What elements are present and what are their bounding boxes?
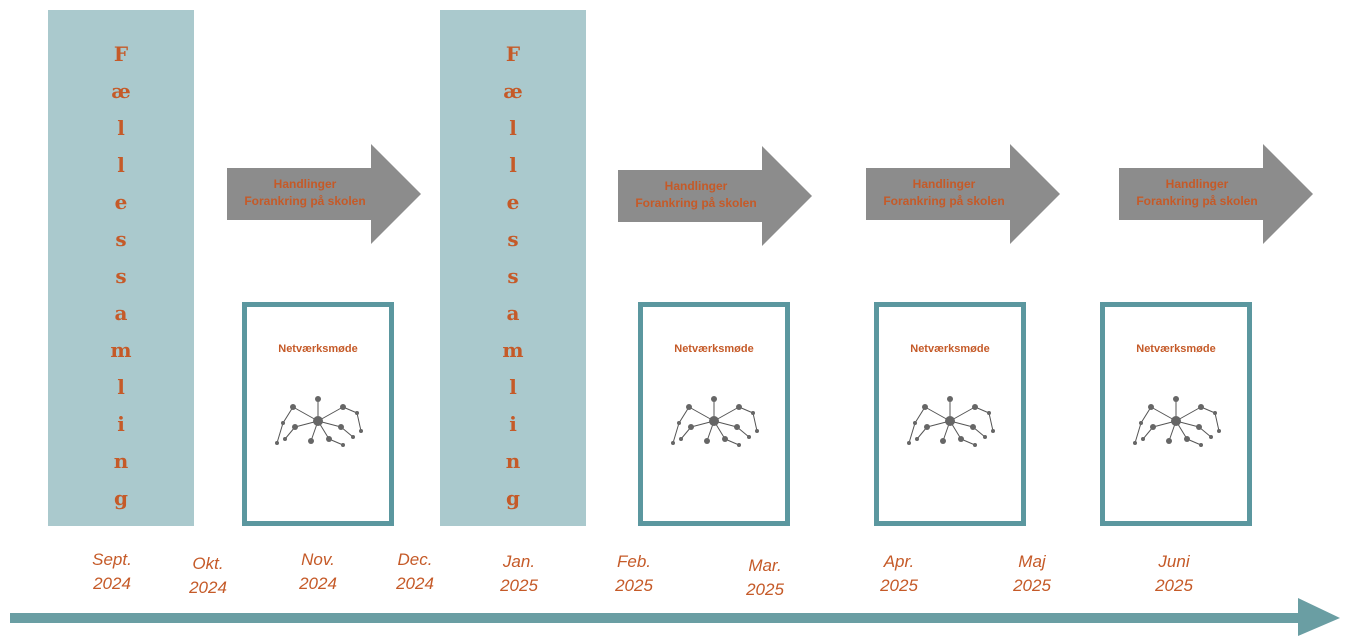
letter: l bbox=[509, 375, 517, 399]
network-icon bbox=[1133, 396, 1221, 447]
date-year: 2024 bbox=[299, 574, 337, 593]
arrow-label: Handlinger Forankring på skolen bbox=[227, 176, 383, 210]
date-month: Dec. bbox=[397, 550, 433, 569]
date-month: Apr. bbox=[883, 552, 915, 571]
letter: m bbox=[502, 338, 524, 362]
date-year: 2024 bbox=[189, 578, 227, 597]
letter: l bbox=[509, 116, 517, 140]
letter: m bbox=[110, 338, 132, 362]
letter: l bbox=[117, 116, 125, 140]
letter: æ bbox=[503, 79, 523, 103]
date-year: 2025 bbox=[615, 576, 653, 595]
date-month: Nov. bbox=[301, 550, 335, 569]
network-meeting-box-3: Netværksmøde bbox=[874, 302, 1026, 526]
arrow-label-line2: Forankring på skolen bbox=[635, 196, 757, 210]
letter: e bbox=[506, 190, 520, 214]
date-label-okt-2024: Okt. 2024 bbox=[163, 552, 253, 600]
date-label-apr-2025: Apr. 2025 bbox=[854, 550, 944, 598]
date-label-nov-2024: Nov. 2024 bbox=[273, 548, 363, 596]
arrow-shape bbox=[618, 146, 812, 246]
date-label-jan-2025: Jan. 2025 bbox=[474, 550, 564, 598]
network-icon bbox=[671, 396, 759, 447]
arrow-label-line2: Forankring på skolen bbox=[244, 194, 366, 208]
date-year: 2025 bbox=[1155, 576, 1193, 595]
date-label-mar-2025: Mar. 2025 bbox=[720, 554, 810, 602]
date-label-sept-2024: Sept. 2024 bbox=[67, 548, 157, 596]
date-year: 2024 bbox=[396, 574, 434, 593]
arrow-shape bbox=[866, 144, 1060, 244]
letter: l bbox=[117, 375, 125, 399]
network-meeting-box-1: Netværksmøde bbox=[242, 302, 394, 526]
letter: s bbox=[507, 227, 519, 251]
letter: l bbox=[117, 153, 125, 177]
date-month: Mar. bbox=[748, 556, 782, 575]
letter: e bbox=[114, 190, 128, 214]
letter: F bbox=[505, 42, 521, 66]
action-arrow-2: Handlinger Forankring på skolen bbox=[618, 146, 812, 246]
date-label-dec-2024: Dec. 2024 bbox=[370, 548, 460, 596]
letter: a bbox=[114, 301, 128, 325]
date-year: 2025 bbox=[1013, 576, 1051, 595]
timeline-arrow bbox=[10, 598, 1340, 636]
date-label-juni-2025: Juni 2025 bbox=[1129, 550, 1219, 598]
letter: n bbox=[113, 449, 129, 473]
letter: æ bbox=[111, 79, 131, 103]
network-meeting-title: Netværksmøde bbox=[278, 343, 358, 355]
network-meeting-title: Netværksmøde bbox=[910, 343, 990, 355]
date-year: 2025 bbox=[880, 576, 918, 595]
fallessamling-block-1: F æ l l e s s a m l i n g bbox=[48, 10, 194, 526]
date-month: Jan. bbox=[502, 552, 536, 571]
arrow-label-line1: Handlinger bbox=[273, 177, 337, 191]
letter: n bbox=[505, 449, 521, 473]
date-month: Juni bbox=[1158, 552, 1190, 571]
date-month: Okt. bbox=[192, 554, 224, 573]
date-label-feb-2025: Feb. 2025 bbox=[589, 550, 679, 598]
date-month: Feb. bbox=[616, 552, 652, 571]
arrow-label: Handlinger Forankring på skolen bbox=[618, 178, 774, 212]
arrow-label: Handlinger Forankring på skolen bbox=[866, 176, 1022, 210]
letter: a bbox=[506, 301, 520, 325]
network-icon bbox=[907, 396, 995, 447]
letter: s bbox=[115, 264, 127, 288]
arrow-shape bbox=[227, 144, 421, 244]
letter: i bbox=[117, 412, 125, 436]
letter: s bbox=[507, 264, 519, 288]
arrow-label-line1: Handlinger bbox=[912, 177, 976, 191]
date-month: Sept. bbox=[92, 550, 132, 569]
network-meeting-box-2: Netværksmøde bbox=[638, 302, 790, 526]
letter: g bbox=[114, 486, 128, 510]
letter: l bbox=[509, 153, 517, 177]
arrow-label-line1: Handlinger bbox=[1165, 177, 1229, 191]
date-year: 2025 bbox=[500, 576, 538, 595]
date-label-maj-2025: Maj 2025 bbox=[987, 550, 1077, 598]
fallessamling-vertical-text: F æ l l e s s a m l i n g bbox=[440, 36, 586, 517]
arrow-label-line1: Handlinger bbox=[664, 179, 728, 193]
arrow-label-line2: Forankring på skolen bbox=[1136, 194, 1258, 208]
letter: F bbox=[113, 42, 129, 66]
network-icon bbox=[275, 396, 363, 447]
letter: g bbox=[506, 486, 520, 510]
action-arrow-4: Handlinger Forankring på skolen bbox=[1119, 144, 1313, 244]
fallessamling-block-2: F æ l l e s s a m l i n g bbox=[440, 10, 586, 526]
fallessamling-vertical-text: F æ l l e s s a m l i n g bbox=[48, 36, 194, 517]
date-year: 2025 bbox=[746, 580, 784, 599]
network-meeting-title: Netværksmøde bbox=[674, 343, 754, 355]
arrow-label-line2: Forankring på skolen bbox=[883, 194, 1005, 208]
letter: i bbox=[509, 412, 517, 436]
letter: s bbox=[115, 227, 127, 251]
date-month: Maj bbox=[1018, 552, 1046, 571]
arrow-shape bbox=[1119, 144, 1313, 244]
arrow-label: Handlinger Forankring på skolen bbox=[1119, 176, 1275, 210]
action-arrow-1: Handlinger Forankring på skolen bbox=[227, 144, 421, 244]
network-meeting-box-4: Netværksmøde bbox=[1100, 302, 1252, 526]
action-arrow-3: Handlinger Forankring på skolen bbox=[866, 144, 1060, 244]
date-year: 2024 bbox=[93, 574, 131, 593]
network-meeting-title: Netværksmøde bbox=[1136, 343, 1216, 355]
